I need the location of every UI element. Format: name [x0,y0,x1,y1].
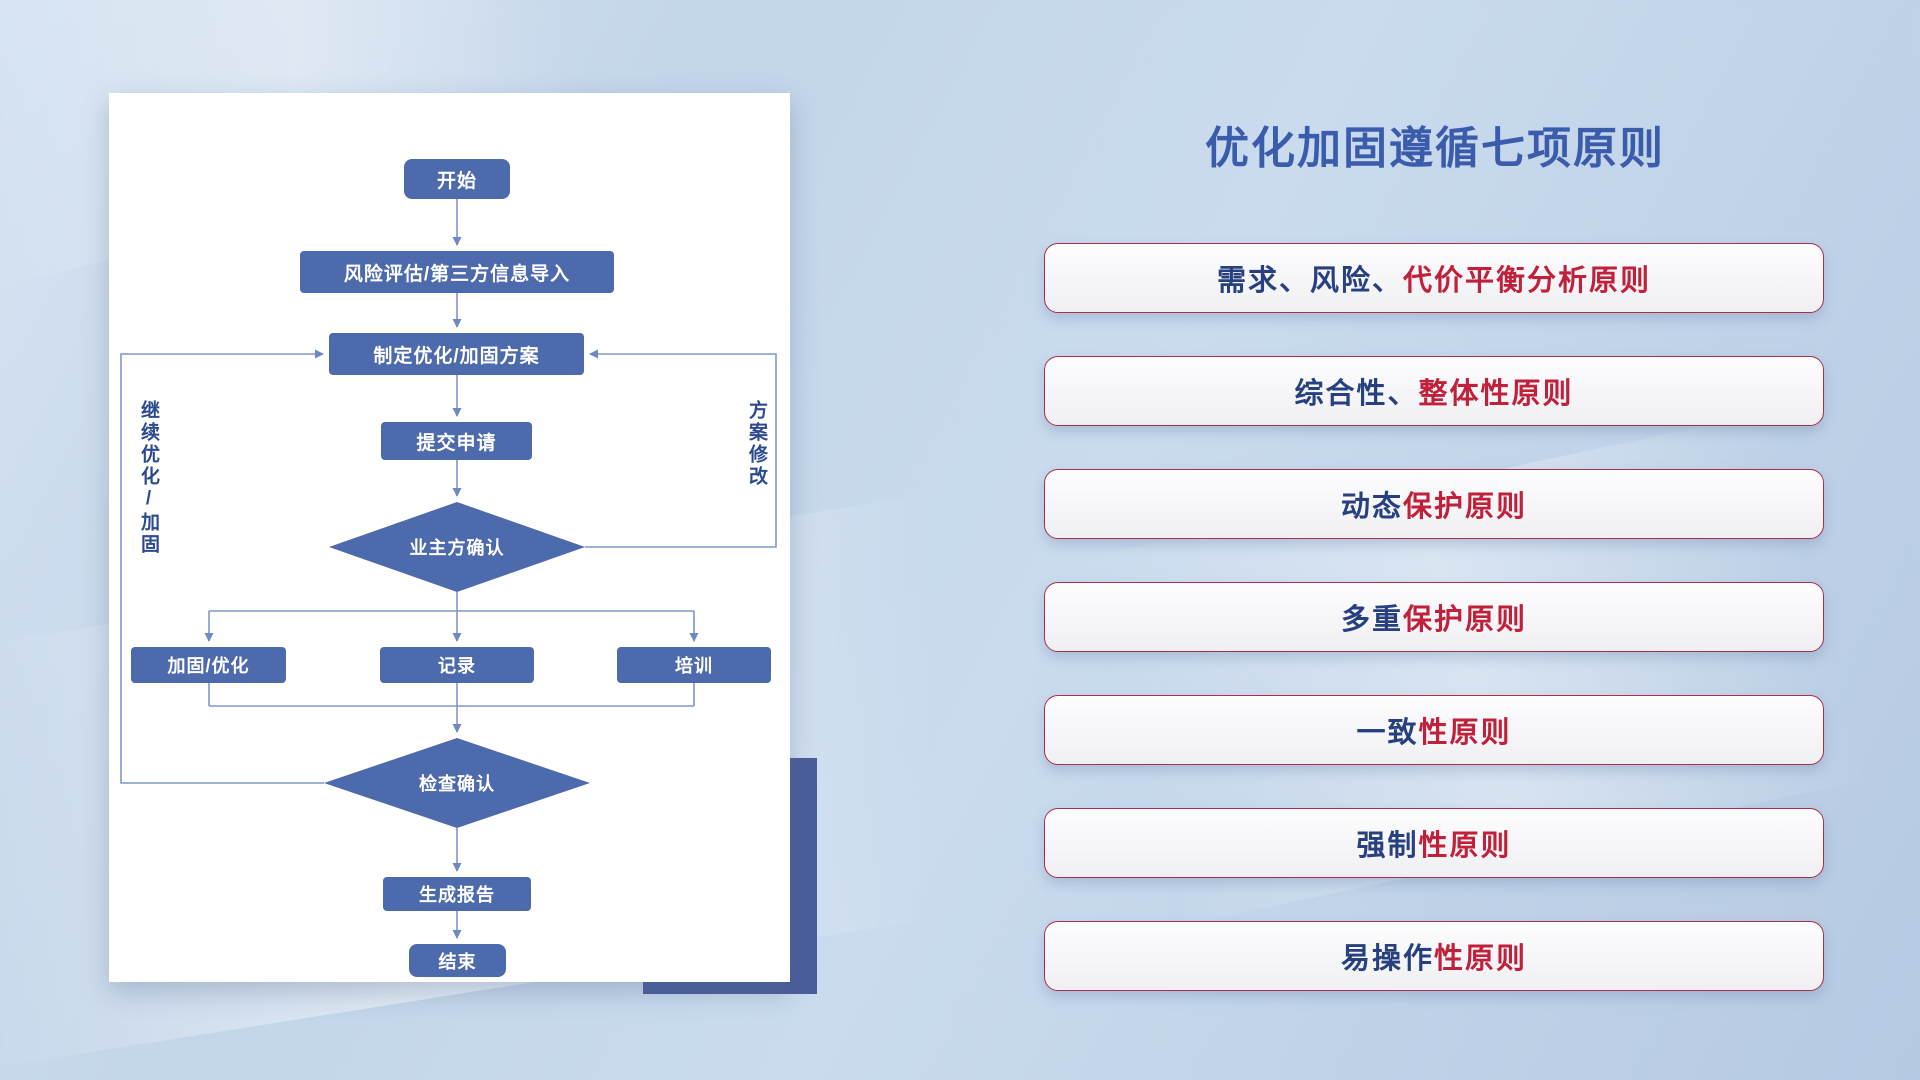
principle-text-navy: 动态 [1340,491,1403,523]
connector-merge [208,683,695,707]
principle-pill-4: 多重保护原则 [1044,582,1824,652]
flow-node-record: 记录 [380,647,534,683]
principle-text-red: 性原则 [1434,943,1528,975]
principle-text-red: 保护原则 [1403,604,1528,636]
principle-pill-2: 综合性、整体性原则 [1044,356,1824,426]
principle-pill-6: 强制性原则 [1044,808,1824,878]
principle-text-navy: 综合性、 [1294,378,1419,410]
flow-node-end: 结束 [409,944,506,977]
connector-d1-split [209,592,694,612]
principle-text-red: 保护原则 [1403,491,1528,523]
principle-text-navy: 强制 [1356,830,1419,862]
principle-pill-3: 动态保护原则 [1044,469,1824,539]
principle-text-navy: 多重 [1340,604,1403,636]
principle-text-navy: 需求、风险、 [1216,265,1403,297]
page-title: 优化加固遵循七项原则 [1205,124,1665,173]
loop-label-plan-revise: 方案修改 [746,400,767,488]
principle-text-red: 性原则 [1418,717,1512,749]
principle-pill-7: 易操作性原则 [1044,921,1824,991]
flow-node-start: 开始 [404,159,510,199]
flow-node-reinforce: 加固/优化 [131,647,286,683]
flow-node-training: 培训 [617,647,771,683]
flow-node-risk-import: 风险评估/第三方信息导入 [300,251,614,293]
principles-list: 需求、风险、代价平衡分析原则 综合性、整体性原则 动态保护原则 多重保护原则 一… [1044,243,1824,991]
flowchart-card: 开始 风险评估/第三方信息导入 制定优化/加固方案 提交申请 业主方确认 加固/… [109,93,790,982]
flow-node-submit: 提交申请 [381,422,532,460]
principle-text-red: 代价平衡分析原则 [1403,265,1652,297]
principle-text-red: 整体性原则 [1418,378,1574,410]
principle-pill-5: 一致性原则 [1044,695,1824,765]
principle-text-red: 性原则 [1418,830,1512,862]
principle-text-navy: 易操作 [1340,943,1434,975]
loop-label-continue-optimize: 继续优化/加固 [138,400,159,556]
principle-text-navy: 一致 [1356,717,1419,749]
principle-pill-1: 需求、风险、代价平衡分析原则 [1044,243,1824,313]
flow-node-report: 生成报告 [383,877,531,911]
flow-node-make-plan: 制定优化/加固方案 [329,333,584,375]
